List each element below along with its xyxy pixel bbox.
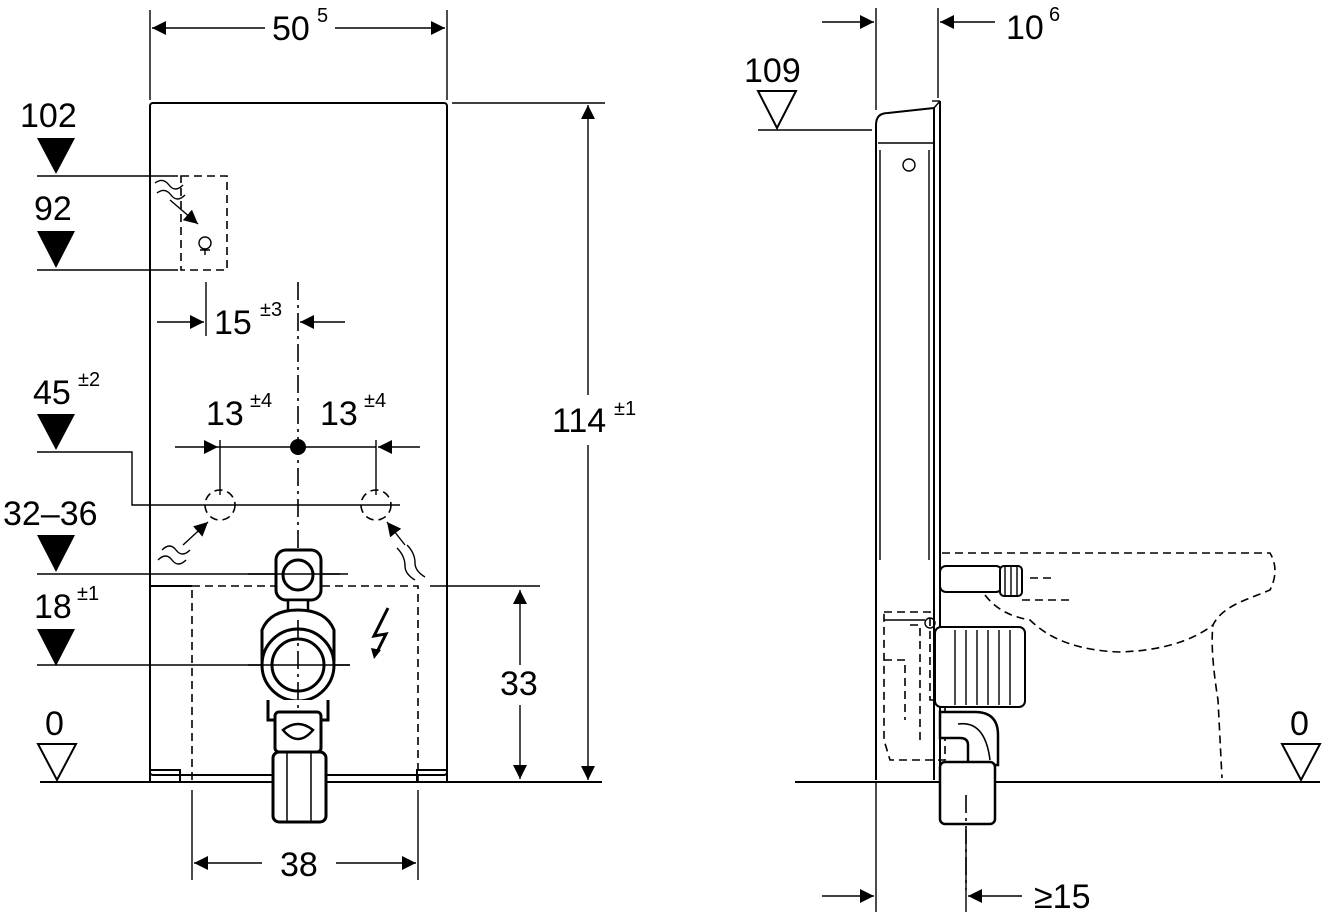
- drain-fitting: [260, 548, 336, 824]
- flush-button-icon: [902, 158, 916, 172]
- height-label: 114: [552, 402, 606, 440]
- level-45-marker: [37, 414, 75, 450]
- width-label: 50: [272, 10, 310, 48]
- water-inlet-arrow: [169, 199, 199, 225]
- inlet-right: [360, 489, 392, 521]
- width-38-label: 38: [280, 846, 318, 884]
- spacing-right-label: 13: [320, 395, 358, 433]
- floor-level-label: 0: [45, 705, 64, 743]
- water-inlet-box: [180, 175, 228, 271]
- spacing-left-label: 13: [206, 395, 244, 433]
- level-18-label-sup: ±1: [77, 583, 99, 605]
- module-panel-side: [875, 100, 941, 782]
- front-view: 50 5 114 ±1 102 92 15 ±3 45 ±2: [3, 5, 636, 884]
- level-45-label-sup: ±2: [78, 369, 100, 391]
- water-wave-icon: [157, 555, 187, 565]
- offset-label-sup: ±3: [260, 299, 282, 321]
- supply-pipe: [939, 565, 1055, 597]
- floor-level-label-side: 0: [1290, 705, 1309, 743]
- level-92-marker: [37, 231, 75, 268]
- height-33-label: 33: [500, 665, 538, 703]
- clearance-label: ≥15: [1034, 878, 1090, 916]
- flush-bend: [934, 626, 1026, 708]
- level-109-label: 109: [744, 52, 801, 90]
- level-102-label: 102: [20, 97, 77, 135]
- depth-label: 10: [1006, 9, 1044, 47]
- side-view: 10 6 109: [744, 4, 1322, 916]
- internal-cistern: [883, 611, 946, 761]
- height-label-sup: ±1: [614, 398, 636, 420]
- level-102-marker: [37, 138, 75, 174]
- level-92-label: 92: [34, 190, 72, 228]
- spacing-right-label-sup: ±4: [364, 390, 386, 412]
- level-45-line: [37, 451, 400, 506]
- level-18-label: 18: [34, 588, 72, 626]
- water-valve-icon: [198, 236, 212, 250]
- toilet-bowl-outline: [942, 552, 1276, 779]
- level-32-36-marker: [37, 535, 75, 572]
- level-18-marker: [37, 629, 75, 666]
- level-109-marker: [756, 90, 798, 131]
- water-wave-icon: [154, 179, 184, 190]
- depth-label-sup: 6: [1049, 4, 1060, 26]
- offset-label: 15: [214, 304, 252, 342]
- inlet-left: [204, 489, 236, 521]
- water-wave-icon: [396, 547, 416, 581]
- right-foot: [416, 769, 448, 783]
- floor-level-marker-side: [1280, 743, 1322, 783]
- spacing-left-label-sup: ±4: [250, 390, 272, 412]
- width-label-sup: 5: [317, 5, 328, 27]
- drain-elbow: [938, 710, 1000, 890]
- electric-icon: [371, 607, 390, 655]
- center-point: [290, 439, 306, 455]
- level-45-label: 45: [33, 374, 71, 412]
- level-32-36-label: 32–36: [3, 495, 98, 533]
- inlet-right-arrow: [386, 521, 406, 546]
- inlet-left-arrow: [182, 521, 209, 546]
- floor-level-marker: [36, 743, 78, 783]
